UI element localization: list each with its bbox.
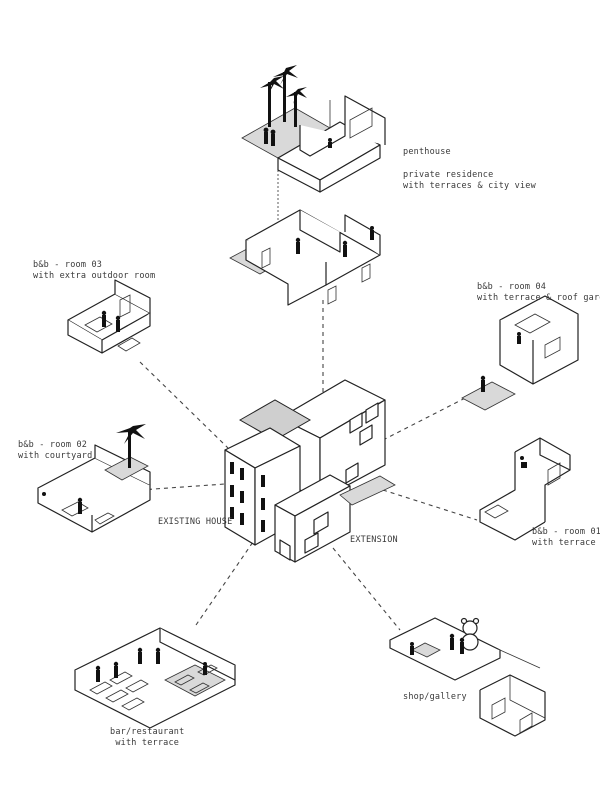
label-room-04: b&b - room 04 with terrace & roof garden bbox=[477, 282, 600, 304]
bar-restaurant-line-1: bar/restaurant bbox=[110, 727, 185, 737]
room-04-model bbox=[461, 295, 579, 411]
label-room-02: b&b - room 02 with courtyard bbox=[18, 440, 92, 462]
label-private-residence: private residence with terraces & city v… bbox=[403, 170, 536, 192]
label-room-01: b&b - room 01 with terrace bbox=[532, 527, 600, 549]
existing-house-label: EXISTING HOUSE bbox=[158, 517, 233, 527]
teddy-bear-sculpture-icon bbox=[460, 617, 480, 651]
room-01-line-1: b&b - room 01 bbox=[532, 527, 600, 537]
central-building bbox=[224, 379, 396, 563]
private-residence-line-2: with terraces & city view bbox=[403, 181, 536, 191]
connector-shop bbox=[332, 547, 401, 631]
room-03-model bbox=[67, 279, 151, 354]
bar-restaurant-model bbox=[74, 627, 236, 729]
connector-room-04 bbox=[382, 392, 476, 441]
private-residence-line-1: private residence bbox=[403, 170, 494, 180]
penthouse-model bbox=[241, 65, 386, 193]
extension-label: EXTENSION bbox=[350, 535, 398, 545]
connector-room-03 bbox=[139, 361, 229, 449]
shop-gallery-model bbox=[389, 617, 546, 737]
penthouse-label: penthouse bbox=[403, 147, 451, 157]
room-04-line-2: with terrace & roof garden bbox=[477, 293, 600, 303]
bar-restaurant-line-2: with terrace bbox=[115, 738, 180, 748]
label-bar-restaurant: bar/restaurant with terrace bbox=[110, 727, 184, 749]
label-room-03: b&b - room 03 with extra outdoor room bbox=[33, 260, 155, 282]
label-penthouse: penthouse bbox=[403, 147, 451, 158]
room-03-line-1: b&b - room 03 bbox=[33, 260, 103, 270]
label-existing-house: EXISTING HOUSE bbox=[158, 517, 232, 528]
label-shop-gallery: shop/gallery bbox=[403, 692, 467, 703]
room-03-line-2: with extra outdoor room bbox=[33, 271, 156, 281]
label-extension: EXTENSION bbox=[350, 535, 398, 546]
connector-lines bbox=[139, 170, 478, 631]
connector-room-02 bbox=[139, 483, 226, 491]
private-residence-model bbox=[229, 209, 381, 306]
room-02-model bbox=[37, 424, 151, 533]
connector-bar bbox=[195, 541, 254, 626]
connector-room-01 bbox=[382, 489, 478, 521]
shop-gallery-label: shop/gallery bbox=[403, 692, 467, 702]
room-04-line-1: b&b - room 04 bbox=[477, 282, 547, 292]
room-02-line-2: with courtyard bbox=[18, 451, 93, 461]
room-01-line-2: with terrace bbox=[532, 538, 596, 548]
room-02-line-1: b&b - room 02 bbox=[18, 440, 88, 450]
room-01-model bbox=[479, 437, 571, 541]
